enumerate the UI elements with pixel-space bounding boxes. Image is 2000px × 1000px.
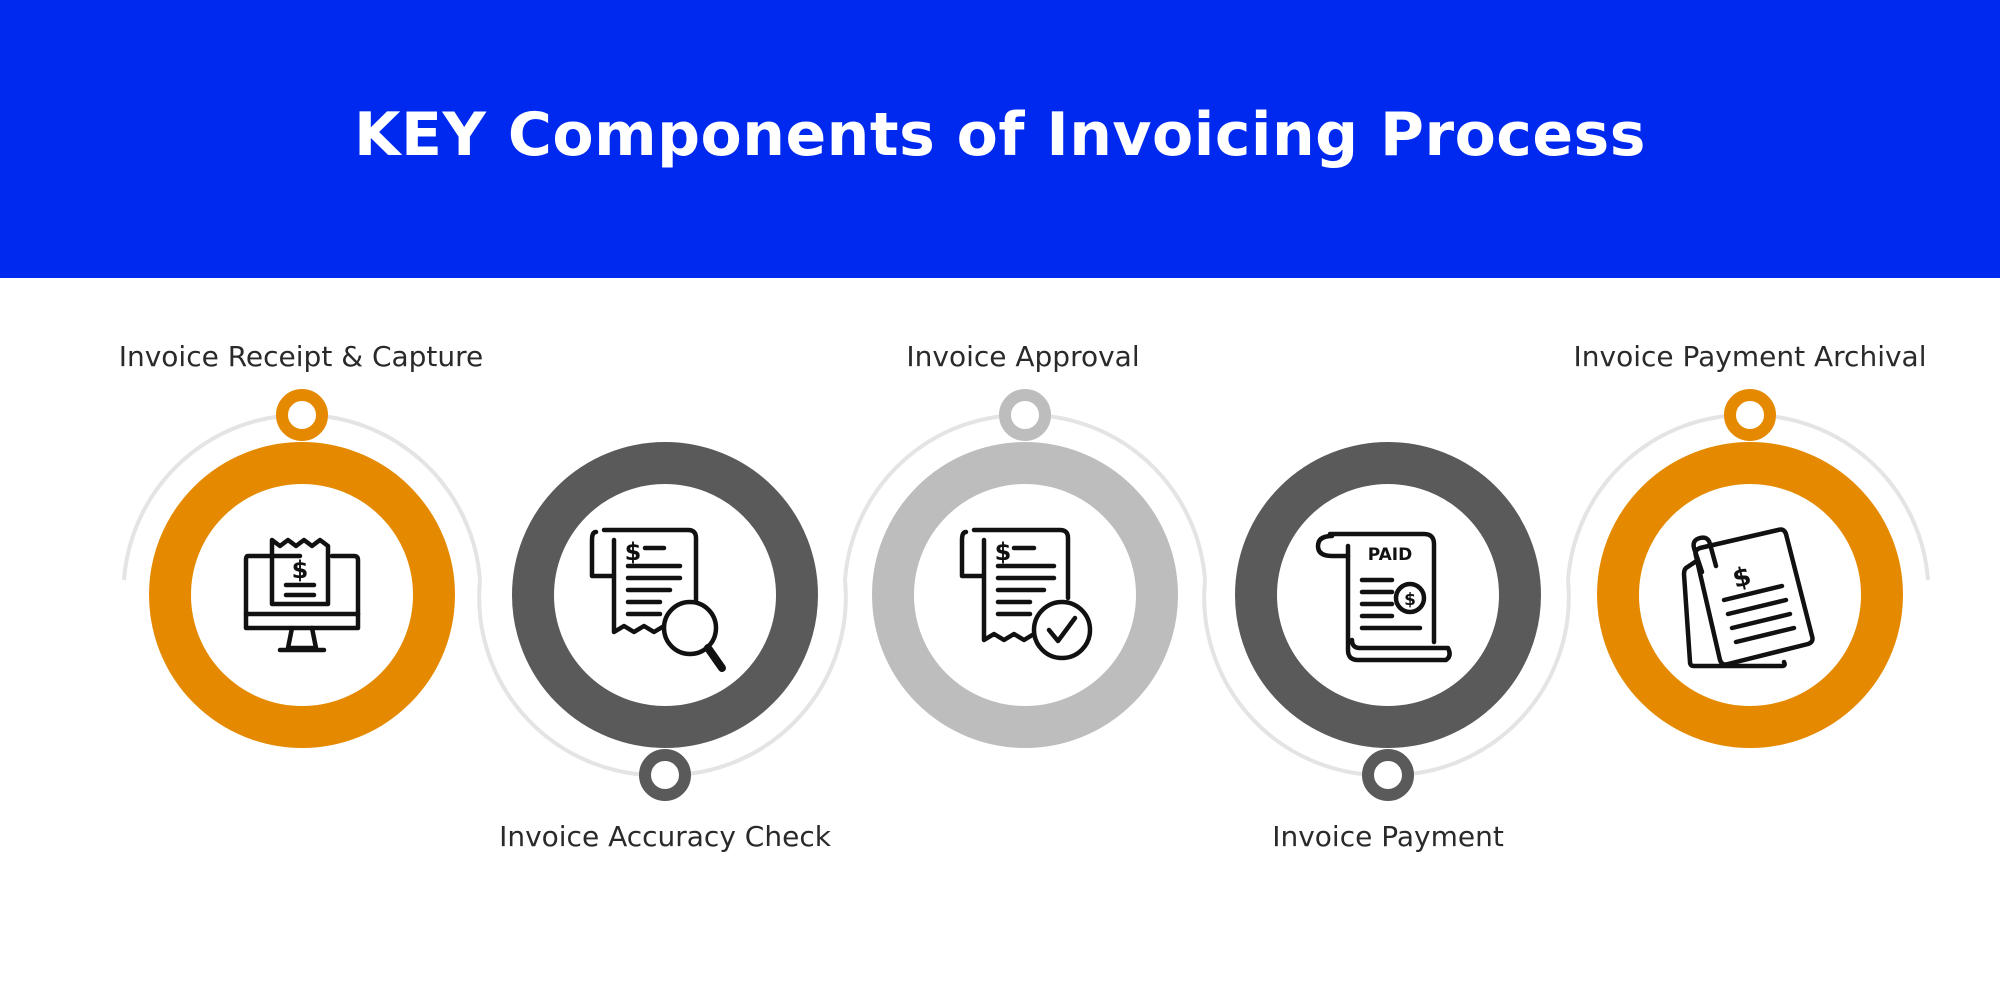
step-accuracy-check: $ — [512, 442, 818, 801]
page-title: KEY Components of Invoicing Process — [354, 100, 1646, 170]
connector-knob — [1724, 389, 1776, 441]
clipped-documents-icon — [1681, 527, 1815, 669]
connector-knob — [999, 389, 1051, 441]
connector-knob — [276, 389, 328, 441]
connector-knob — [1362, 749, 1414, 801]
currency-symbol: $ — [292, 556, 309, 584]
paid-text: PAID — [1368, 545, 1413, 565]
receipt-check-icon — [959, 527, 1093, 661]
step-label-accuracy-check: Invoice Accuracy Check — [499, 820, 831, 853]
step-ring — [872, 442, 1178, 748]
monitor-receipt-icon — [243, 537, 361, 653]
header-banner: KEY Components of Invoicing Process — [0, 0, 2000, 278]
step-payment: PAID $ — [1235, 442, 1541, 801]
step-label-approval: Invoice Approval — [906, 340, 1140, 373]
currency-symbol: $ — [625, 538, 642, 566]
paid-scroll-icon — [1315, 531, 1452, 663]
step-approval: $ — [872, 389, 1178, 748]
receipt-magnifier-icon — [589, 527, 726, 672]
step-ring — [512, 442, 818, 748]
step-label-receipt-capture: Invoice Receipt & Capture — [118, 340, 484, 373]
step-receipt-capture: $ — [149, 389, 455, 748]
step-label-payment: Invoice Payment — [1272, 820, 1504, 853]
step-ring — [1235, 442, 1541, 748]
currency-symbol: $ — [1404, 590, 1416, 610]
step-label-payment-archival: Invoice Payment Archival — [1573, 340, 1927, 373]
currency-symbol: $ — [995, 538, 1012, 566]
connector-arcs — [122, 412, 1930, 778]
step-payment-archival: $ — [1597, 389, 1903, 748]
connector-knob — [639, 749, 691, 801]
